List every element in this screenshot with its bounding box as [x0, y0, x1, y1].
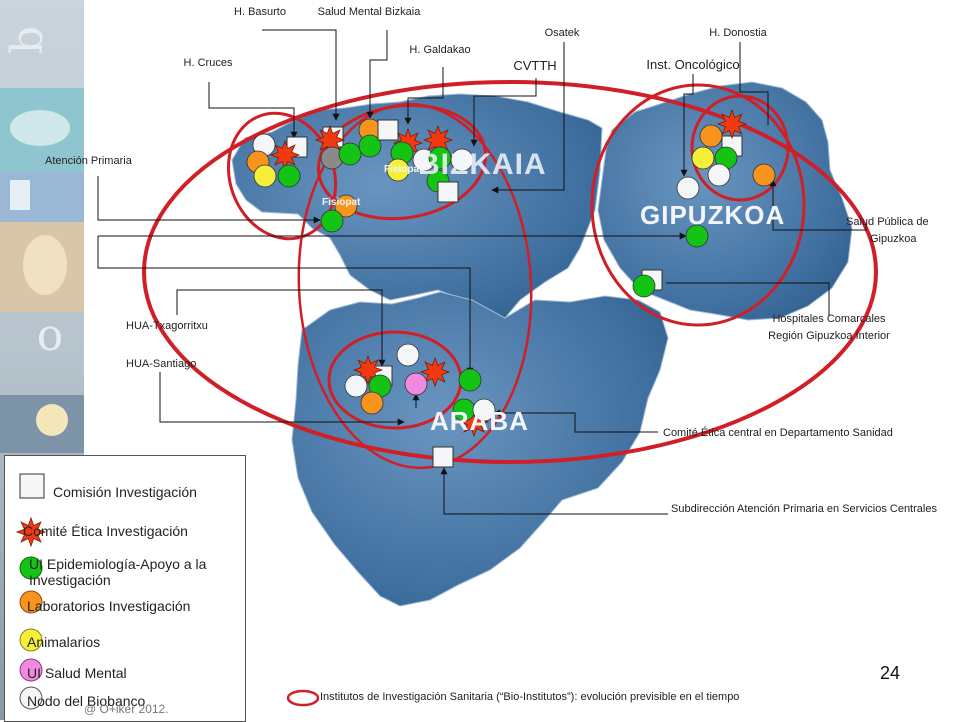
label-comite-etica-central: Comité Ética central en Departamento San… [663, 427, 893, 439]
ring-donostia [690, 94, 790, 202]
ring-bizkaia-araba [297, 102, 533, 470]
legend: Comisión Investigación Comité Ética Inve… [4, 455, 246, 722]
marker-ethics-santiago [419, 356, 451, 388]
marker-biobank-onco [676, 176, 700, 200]
marker-lab-donostia [699, 124, 723, 148]
marker-ui-salud-publica [685, 224, 709, 248]
svg-text:b: b [2, 26, 53, 54]
slide-number: 24 [880, 663, 901, 683]
legend-animalarios: Animalarios [27, 634, 101, 650]
marker-lab-txagorritxu [360, 391, 384, 415]
marker-commission-subdireccion [432, 446, 454, 468]
marker-biobank-santiago [396, 343, 420, 367]
ring-gipuzkoa [590, 83, 806, 327]
connector-osatek [491, 42, 565, 194]
region-label-bizkaia: BIZKAIA [418, 148, 547, 181]
marker-ui-comarcales [632, 274, 656, 298]
legend-orange-circle-icon [19, 590, 43, 614]
marker-ui-salud-mental [358, 134, 382, 158]
copyright: @ O+iker 2012. [84, 702, 169, 716]
connector-comite-central [493, 409, 658, 433]
legend-pink-circle-icon [19, 658, 43, 682]
burst-star-icon [15, 516, 47, 548]
connector-basurto [262, 29, 340, 121]
label-hua-txagorritxu: HUA-Txagorritxu [126, 320, 208, 332]
connector-galdakao [404, 67, 444, 125]
marker-animal-galdakao [386, 158, 410, 182]
connector-salud-mental [366, 30, 388, 119]
legend-laboratorios: Laboratorios Investigación [27, 598, 191, 614]
markers [246, 108, 776, 468]
region-label-gipuzkoa: GIPUZKOA [640, 200, 786, 230]
connector-salud-publica [769, 179, 867, 231]
legend-biobanco: Nodo del Biobanco [27, 693, 146, 709]
footnote: Institutos de Investigación Sanitaria (“… [320, 691, 740, 703]
label-inst-oncologico: Inst. Oncológico [646, 57, 740, 72]
legend-comision: Comisión Investigación [53, 484, 197, 500]
marker-commission-osatek [437, 181, 459, 203]
marker-commission-salud-mental [377, 119, 399, 141]
label-h-donostia: H. Donostia [709, 27, 767, 39]
label-atencion-primaria: Atención Primaria [45, 155, 132, 167]
legend-green-circle-icon [19, 556, 43, 580]
label-h-galdakao: H. Galdakao [409, 44, 471, 56]
ring-euskadi-large [142, 80, 878, 464]
connector-ap-1 [97, 176, 321, 224]
label-h-basurto: H. Basurto [234, 6, 286, 18]
marker-lab-onco [752, 163, 776, 187]
marker-animal-donostia [691, 146, 715, 170]
label-salud-publica-1: Salud Pública de [846, 216, 929, 228]
connector-santiago [159, 372, 405, 426]
marker-ui-basurto [338, 142, 362, 166]
connector-hosp-comarcales [666, 282, 830, 316]
marker-ui-atencion-primaria [320, 209, 344, 233]
marker-unit-salud-mental-araba [404, 372, 428, 396]
region-label-araba: ARABA [430, 406, 529, 436]
label-salud-mental-bizkaia: Salud Mental Bizkaia [317, 6, 421, 18]
marker-ethics-donostia [716, 108, 748, 140]
legend-ui-epi: UI Epidemiología-Apoyo a la Investigació… [29, 556, 207, 588]
legend-symbols [15, 473, 47, 710]
marker-ui-cruces [277, 164, 301, 188]
marker-animal-cruces [253, 164, 277, 188]
sidebar-decoration: b o + [0, 0, 84, 720]
connector-subdireccion [440, 467, 668, 515]
marker-lab-fisiopat [334, 194, 358, 218]
ellipse-ring-icon [286, 689, 320, 707]
marker-biobank-donostia [707, 163, 731, 187]
legend-comite: Comité Ética Investigación [23, 523, 188, 539]
label-osatek: Osatek [544, 27, 580, 39]
region-bizkaia-shape [231, 93, 603, 319]
connector-ap-3 [97, 236, 474, 375]
label-salud-publica-2: Gipuzkoa [870, 233, 917, 245]
marker-biobank-txagorritxu [344, 374, 368, 398]
label-fisiopat-1: Fisiopat [322, 197, 361, 208]
label-hosp-comarcales-2: Región Gipuzkoa Interior [768, 330, 890, 342]
square-icon [19, 473, 45, 499]
institute-rings [142, 80, 878, 470]
svg-text:o: o [37, 310, 64, 361]
connector-txagorritxu [176, 289, 386, 367]
connector-cruces [208, 82, 298, 139]
connector-donostia [739, 42, 769, 125]
connector-cvtth [470, 78, 537, 147]
label-hua-santiago: HUA-Santiago [126, 358, 197, 370]
connector-inst-onco [680, 74, 694, 177]
label-subdireccion: Subdirección Atención Primaria en Servic… [671, 503, 937, 515]
marker-ui-santiago [458, 368, 482, 392]
label-cvtth: CVTTH [513, 58, 557, 73]
region-araba-shape [291, 291, 669, 607]
marker-biobank-bizkaia [450, 148, 474, 172]
marker-biobank-araba [472, 398, 496, 422]
label-fisiopat-2: Fisiopat [384, 164, 423, 175]
label-hosp-comarcales-1: Hospitales Comarcales [772, 313, 886, 325]
legend-ui-salud-mental: UI Salud Mental [27, 665, 127, 681]
label-h-cruces: H. Cruces [183, 57, 233, 69]
legend-yellow-circle-icon [19, 628, 43, 652]
legend-white-circle-icon [19, 686, 43, 710]
